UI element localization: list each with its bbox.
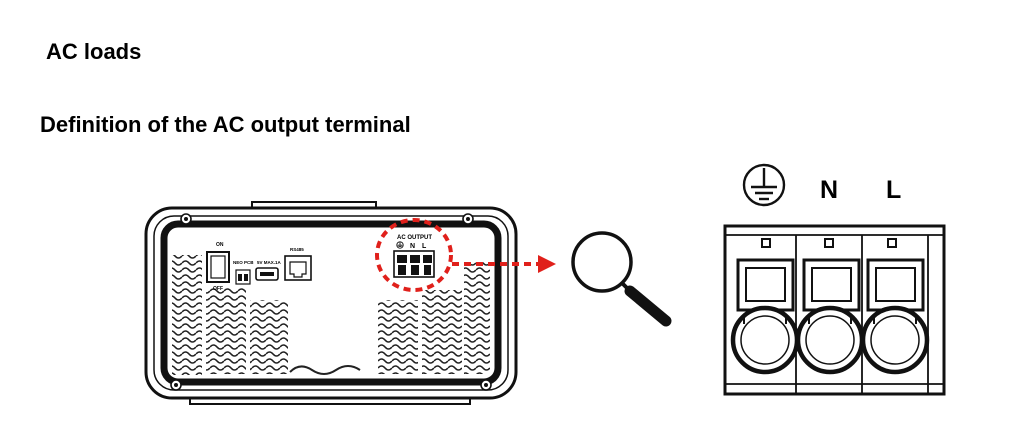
vent-grille bbox=[378, 300, 418, 374]
terminal-block bbox=[723, 224, 946, 396]
terminal-l-label: L bbox=[886, 176, 901, 204]
vent-grille bbox=[250, 300, 288, 374]
panel-terminal-l-label: L bbox=[422, 243, 427, 250]
terminal-slot bbox=[860, 238, 930, 375]
vent-grille bbox=[172, 255, 202, 375]
rs485-label: RS485 bbox=[290, 247, 304, 252]
magnifier-icon bbox=[571, 231, 672, 327]
ac-output-label: AC OUTPUT bbox=[397, 235, 432, 241]
panel-terminal-n-label: N bbox=[410, 243, 415, 250]
ac-output-terminal bbox=[393, 250, 435, 278]
switch-off-label: OFF bbox=[213, 286, 223, 292]
subtitle: Definition of the AC output terminal bbox=[40, 112, 411, 137]
vent-grille bbox=[464, 262, 490, 374]
screw-icon bbox=[170, 213, 492, 391]
terminal-slot bbox=[730, 238, 800, 375]
ground-icon bbox=[396, 241, 404, 249]
inverter-panel: ON OFF NEO PCB 5V MAX.1A RS485 AC OUTPUT… bbox=[144, 201, 518, 405]
vent-grille bbox=[206, 288, 246, 374]
terminal-n-label: N bbox=[820, 176, 838, 204]
vent-grille bbox=[422, 290, 462, 374]
dip-label: NEO PCB bbox=[233, 260, 254, 265]
switch-on-label: ON bbox=[216, 242, 224, 248]
highlight-ellipse bbox=[375, 218, 453, 292]
section-title: AC loads bbox=[46, 39, 142, 64]
usb-label: 5V MAX.1A bbox=[257, 260, 282, 265]
terminal-slot bbox=[795, 238, 865, 375]
ground-icon bbox=[742, 163, 786, 207]
zoom-arrow bbox=[452, 255, 556, 273]
